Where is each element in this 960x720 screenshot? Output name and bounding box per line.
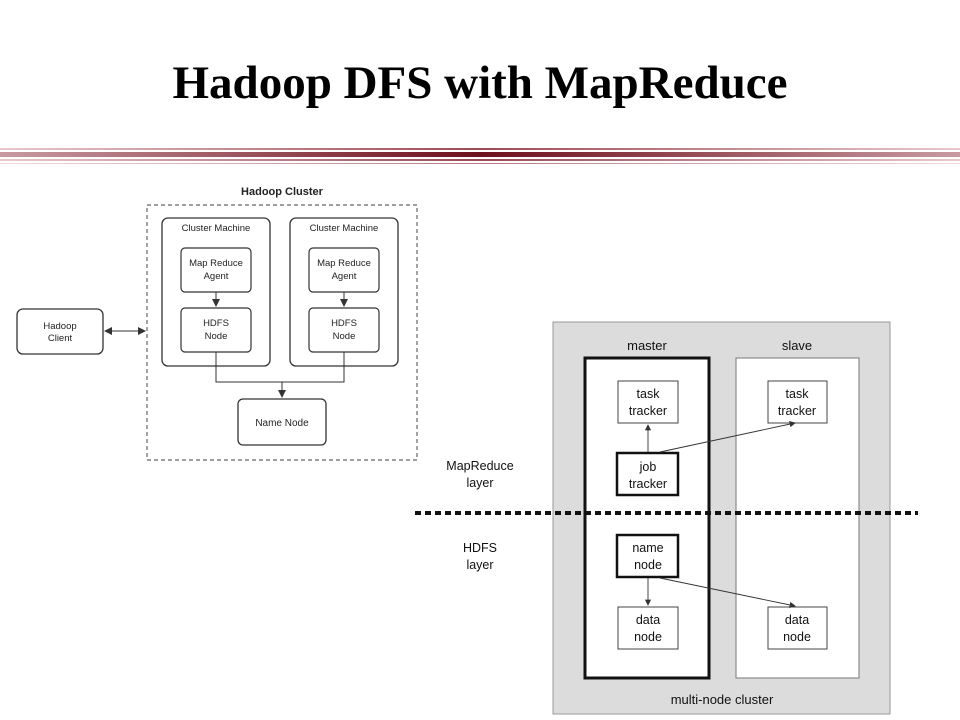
master-data-node-box bbox=[617, 606, 679, 650]
hdfs-node-1-line2: Node bbox=[205, 331, 228, 342]
master-task-tracker-box bbox=[617, 380, 679, 424]
job-to-slave-task-arrow bbox=[659, 421, 796, 453]
slave-task-tracker-line2: tracker bbox=[778, 404, 816, 418]
hdfs-layer-line2: layer bbox=[466, 558, 493, 572]
hadoop-cluster-diagram: Hadoop Cluster Cluster Machine Map Reduc… bbox=[16, 186, 418, 461]
mapreduce-layer-line2: layer bbox=[466, 476, 493, 490]
hadoop-cluster-boundary bbox=[146, 204, 418, 461]
slave-label: slave bbox=[782, 338, 812, 353]
job-tracker-line2: tracker bbox=[629, 477, 667, 491]
slave-task-tracker-line1: task bbox=[786, 387, 810, 401]
hdfs-node-2-line1: HDFS bbox=[331, 318, 357, 329]
name-node-label: Name Node bbox=[255, 418, 309, 429]
map-reduce-agent-1 bbox=[180, 247, 252, 293]
map-reduce-agent-2-line2: Agent bbox=[332, 271, 357, 282]
hdfs-node-2 bbox=[308, 307, 380, 353]
cluster-machine-1-header: Cluster Machine bbox=[182, 223, 251, 234]
map-reduce-agent-2-line1: Map Reduce bbox=[317, 258, 371, 269]
slave-data-node-box bbox=[767, 606, 828, 650]
name-node-box bbox=[237, 398, 327, 446]
hadoop-client-line2: Client bbox=[48, 333, 73, 344]
hadoop-cluster-label: Hadoop Cluster bbox=[241, 186, 324, 198]
master-data-node-line2: node bbox=[634, 630, 662, 644]
master-task-tracker-line2: tracker bbox=[629, 404, 667, 418]
hdfs-layer-line1: HDFS bbox=[463, 541, 497, 555]
hadoop-client-box bbox=[16, 308, 104, 355]
mapreduce-layer-line1: MapReduce bbox=[446, 459, 513, 473]
slide-title: Hadoop DFS with MapReduce bbox=[172, 57, 788, 109]
multi-node-cluster-label: multi-node cluster bbox=[671, 692, 774, 707]
hdfs-node-1-line1: HDFS bbox=[203, 318, 229, 329]
map-reduce-agent-2 bbox=[308, 247, 380, 293]
cluster-machine-2: Cluster Machine Map Reduce Agent HDFS No… bbox=[289, 217, 399, 367]
master-label: master bbox=[627, 338, 667, 353]
hdfs-to-namenode-connector bbox=[215, 352, 345, 397]
cluster-machine-1: Cluster Machine Map Reduce Agent HDFS No… bbox=[161, 217, 271, 367]
job-tracker-line1: job bbox=[639, 460, 657, 474]
multi-node-cluster-diagram: master slave task tracker job tracker na… bbox=[552, 321, 891, 715]
name-node-right-line2: node bbox=[634, 558, 662, 572]
job-tracker-box bbox=[615, 451, 680, 497]
slave-data-node-line1: data bbox=[785, 613, 809, 627]
map-reduce-agent-1-line1: Map Reduce bbox=[189, 258, 243, 269]
name-node-box-right bbox=[615, 533, 680, 579]
hdfs-node-1 bbox=[180, 307, 252, 353]
name-to-slave-data-arrow bbox=[659, 577, 796, 608]
master-task-tracker-line1: task bbox=[637, 387, 661, 401]
hadoop-client-line1: Hadoop bbox=[43, 321, 76, 332]
hdfs-node-2-line2: Node bbox=[333, 331, 356, 342]
slave-task-tracker-box bbox=[767, 380, 828, 424]
slave-data-node-line2: node bbox=[783, 630, 811, 644]
master-data-node-line1: data bbox=[636, 613, 660, 627]
name-node-right-line1: name bbox=[632, 541, 663, 555]
cluster-machine-2-header: Cluster Machine bbox=[310, 223, 379, 234]
map-reduce-agent-1-line2: Agent bbox=[204, 271, 229, 282]
